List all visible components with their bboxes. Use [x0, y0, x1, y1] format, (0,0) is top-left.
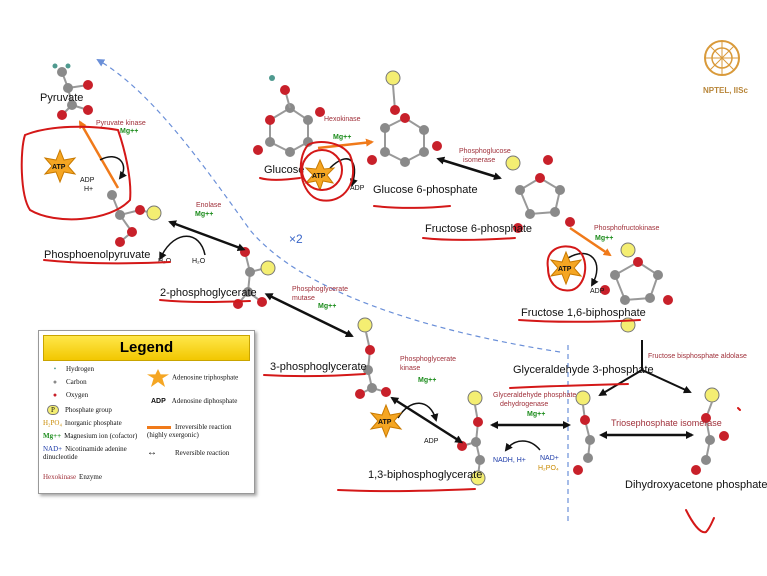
hk-curve	[329, 158, 358, 187]
enzyme-pgi-1: Phosphoglucose	[459, 148, 511, 155]
enzyme-gapdh-1: Glyceraldehyde phosphate	[493, 392, 576, 399]
aldolase-right	[641, 369, 692, 394]
legend-item-irreversible: Irreversible reaction (highly exergonic)	[147, 423, 232, 439]
label-bpg: 1,3-biphosphoglycerate	[368, 469, 482, 481]
bpg-molecule	[457, 390, 486, 486]
pk-curve	[99, 156, 127, 180]
atp-star-pk: ATP	[43, 148, 77, 184]
label-2pg: 2-phosphoglycerate	[160, 287, 257, 299]
pyruvate-molecule	[52, 63, 93, 120]
adp-pgk: ADP	[424, 438, 439, 445]
mg-pgm: Mg++	[318, 303, 336, 310]
mg-pgk: Mg++	[418, 377, 436, 384]
aldolase-left	[598, 369, 643, 397]
svg-text:ATP: ATP	[312, 173, 326, 180]
label-gap: Glyceraldehyde 3-phosphate	[513, 364, 654, 376]
3pg-molecule	[355, 317, 391, 399]
label-f16bp: Fructose 1,6-biphosphate	[521, 307, 646, 319]
label-dhap: Dihydroxyacetone phosphate	[625, 479, 767, 491]
dashed-flow-line	[96, 58, 561, 353]
legend-item-nad: NAD+Nicotinamide adenine dinucleotide	[43, 445, 127, 461]
pfk-curve	[567, 252, 599, 287]
enzyme-pyruvate-kinase: Pyruvate kinase	[96, 120, 146, 127]
mg-enolase: Mg++	[195, 211, 213, 218]
adp-hk: ADP	[350, 185, 365, 192]
legend-item-reversible: ↔Reversible reaction	[147, 447, 230, 458]
times-two: ×2	[289, 232, 303, 246]
glucose-molecule	[253, 75, 325, 157]
svg-text:ATP: ATP	[558, 266, 572, 273]
enzyme-tpi: Triosephosphate isomerase	[611, 418, 722, 428]
adp-pk: ADP	[80, 177, 95, 184]
nadh: NADH, H+	[493, 457, 526, 464]
pep-molecule	[107, 190, 162, 247]
hplus-pk: H+	[84, 186, 93, 193]
legend-item-carbon: ●Carbon	[52, 378, 87, 386]
gapdh-curve	[504, 440, 541, 452]
legend-item-mg: Mg++Magnesium ion (cofactor)	[43, 432, 138, 440]
adp-pfk: ADP	[590, 288, 605, 295]
nptel-logo	[704, 40, 740, 76]
svg-text:ATP: ATP	[378, 419, 392, 426]
dhap-molecule	[691, 387, 729, 475]
label-pep: Phosphoenolpyruvate	[44, 249, 150, 261]
g6p-molecule	[367, 70, 442, 167]
enzyme-gapdh-2: dehydrogenase	[500, 401, 548, 408]
red-annotations	[20, 125, 741, 534]
label-glucose: Glucose	[264, 164, 304, 176]
mg-hk: Mg++	[333, 134, 351, 141]
enzyme-enolase: Enolase	[196, 202, 221, 209]
f6p-molecule	[505, 155, 575, 233]
hk-arrow	[317, 138, 374, 150]
water-2: H₂O	[192, 258, 206, 265]
atp-star-pfk: ATP	[549, 250, 583, 286]
legend-orange-arrow-icon	[147, 425, 171, 429]
enolase-arrow	[168, 220, 246, 252]
legend-item-hydrogen: •Hydrogen	[53, 365, 94, 373]
pgi-arrow	[436, 156, 502, 181]
pi: H₂PO₄	[538, 465, 559, 472]
enzyme-pgi-2: isomerase	[463, 157, 495, 164]
enzyme-aldolase: Fructose bisphosphate aldolase	[648, 353, 747, 360]
enzyme-pgk-1: Phosphoglycerate	[400, 356, 456, 363]
legend-title: Legend	[43, 335, 250, 361]
label-pyruvate: Pyruvate	[40, 92, 83, 104]
atp-star-pgk: ATP	[369, 403, 403, 439]
pgm-arrow	[264, 293, 354, 338]
mg-pfk: Mg++	[595, 235, 613, 242]
enzyme-pgm-2: mutase	[292, 295, 315, 302]
gap-molecule	[573, 390, 595, 475]
enzyme-pgk-2: kinase	[400, 365, 420, 372]
enzyme-hexokinase: Hexokinase	[324, 116, 361, 123]
2pg-molecule	[233, 247, 276, 309]
legend-double-arrow-icon: ↔	[147, 447, 157, 458]
label-g6p: Glucose 6-phosphate	[373, 184, 478, 196]
enzyme-pfk: Phosphofructokinase	[594, 225, 659, 232]
svg-text:ATP: ATP	[52, 164, 66, 171]
pgk-arrow	[390, 396, 464, 444]
legend-item-atp: Adenosine triphosphate	[147, 369, 238, 387]
label-f6p: Fructose 6-phosphate	[425, 223, 532, 235]
mg-pk: Mg++	[120, 128, 138, 135]
pfk-arrow	[569, 226, 612, 257]
enolase-curve	[159, 235, 206, 261]
legend-atp-icon	[147, 369, 169, 387]
enzyme-pgm-1: Phosphoglycerate	[292, 286, 348, 293]
mg-gapdh: Mg++	[527, 411, 545, 418]
legend-item-oxygen: ●Oxygen	[52, 391, 89, 399]
label-3pg: 3-phosphoglycerate	[270, 361, 367, 373]
watermark-text: NPTEL, IISc	[703, 86, 748, 95]
pk-arrow	[78, 120, 120, 189]
nad: NAD+	[540, 455, 559, 462]
